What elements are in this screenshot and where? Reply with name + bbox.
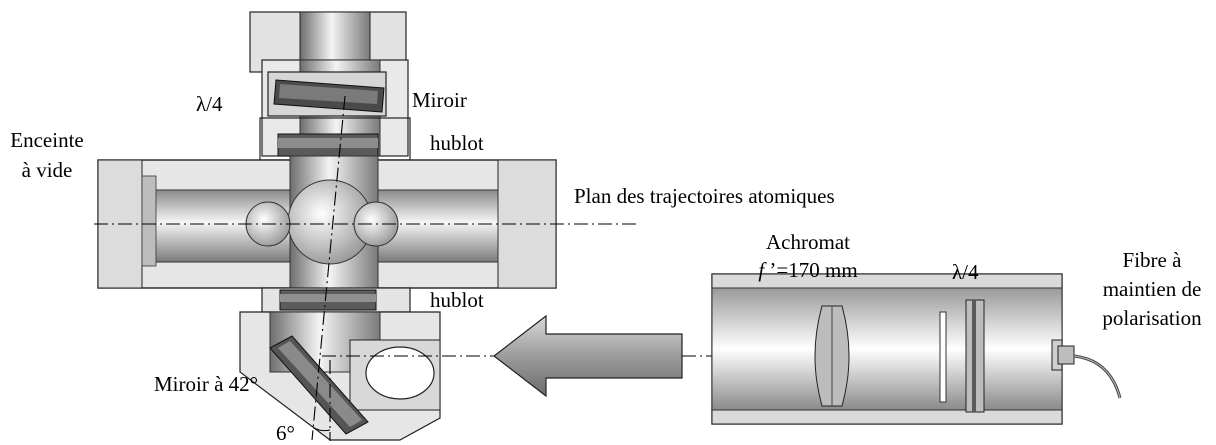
optical-axes [94,95,1070,441]
fiber-label-line1: Fibre à [1122,248,1182,272]
window-label-top: hublot [430,131,484,155]
vacuum-chamber [97,11,557,441]
fiber-collimator-tube [711,273,1122,425]
fiber [1073,354,1122,399]
achromat-label: Achromat f ’=170 mm [748,230,868,282]
quarter-wave-label-right: λ/4 [952,260,979,284]
chamber-label: Enceinte à vide [0,128,94,182]
achromat-focal-value: ’=170 mm [764,258,858,282]
mirror-42-label: Miroir à 42° [154,372,259,396]
angle-arc [313,427,331,432]
mirror-label-top: Miroir [412,88,467,112]
quarter-wave-label-top: λ/4 [196,92,223,116]
propagation-arrow [493,314,683,398]
achromat-label-line1: Achromat [766,230,850,254]
angle-6-label: 6° [276,421,295,445]
window-label-bottom: hublot [430,288,484,312]
fiber-connector [1057,345,1075,365]
chamber-label-line2: à vide [21,158,73,182]
achromat-f-symbol: f [758,258,765,282]
top-mirror-holder [267,71,387,117]
tilted-vertical-axis [311,95,346,441]
fiber-label-line3: polarisation [1102,306,1202,330]
achromat-focal-label: f ’=170 mm [748,258,868,282]
fiber-label: Fibre à maintien de polarisation [1090,248,1214,330]
fiber-label-line2: maintien de [1102,277,1202,301]
atomic-plane-label: Plan des trajectoires atomiques [574,184,835,208]
side-port-opening [365,346,435,400]
chamber-label-line1: Enceinte [10,128,84,152]
